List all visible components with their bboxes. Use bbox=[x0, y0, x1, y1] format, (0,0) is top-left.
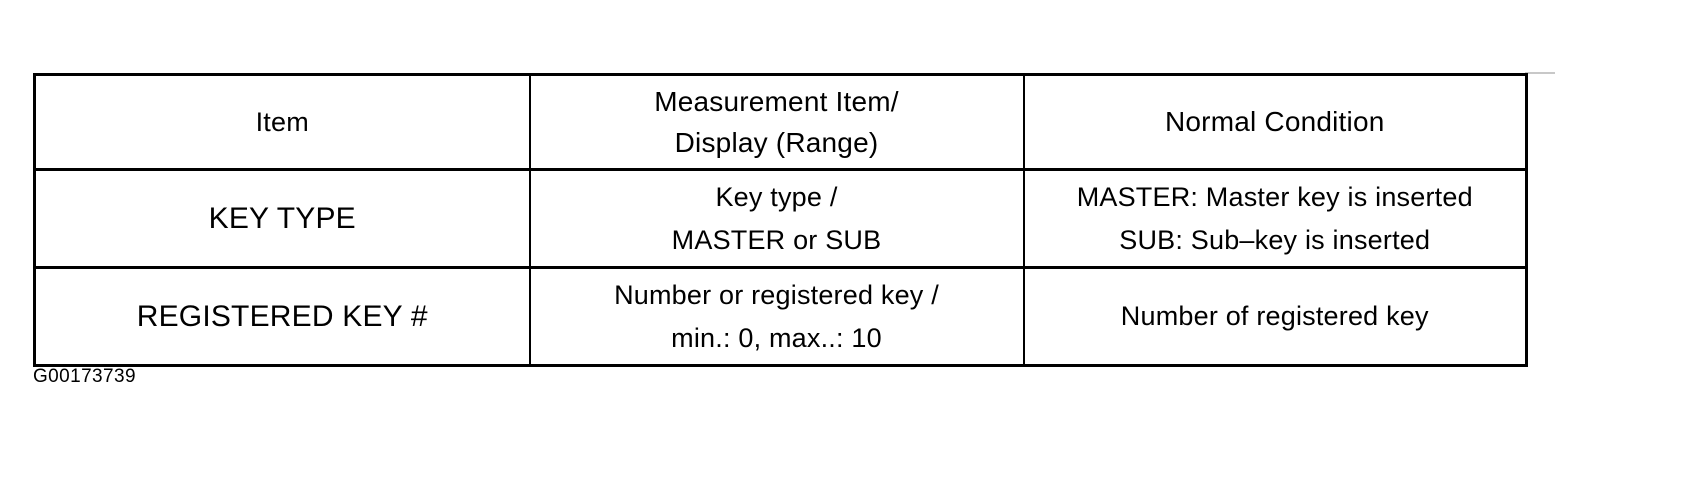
cell-item-registered-key: REGISTERED KEY # bbox=[33, 266, 531, 367]
cell-normal-condition-key-type: MASTER: Master key is inserted SUB: Sub–… bbox=[1022, 168, 1528, 269]
measurement-line-1: Key type / bbox=[715, 181, 838, 212]
scan-artifact bbox=[1525, 72, 1555, 74]
table-row: REGISTERED KEY # Number or registered ke… bbox=[33, 266, 1528, 367]
figure-caption: G00173739 bbox=[33, 366, 136, 387]
header-normal-condition-line-1: Normal Condition bbox=[1164, 106, 1385, 137]
normal-condition-line-1: MASTER: Master key is inserted bbox=[1076, 181, 1473, 212]
cell-normal-condition-registered-key: Number of registered key bbox=[1022, 266, 1528, 367]
header-cell-item: Item bbox=[33, 73, 531, 171]
header-measurement-line-2: Display (Range) bbox=[674, 126, 879, 158]
specification-table: Item Measurement Item/ Display (Range) N… bbox=[33, 73, 1528, 367]
header-item-line-1: Item bbox=[255, 106, 309, 137]
table-row: KEY TYPE Key type / MASTER or SUB MASTER… bbox=[33, 168, 1528, 269]
table-header-row: Item Measurement Item/ Display (Range) N… bbox=[33, 73, 1528, 171]
cell-measurement-key-type: Key type / MASTER or SUB bbox=[528, 168, 1025, 269]
spec-table-container: Item Measurement Item/ Display (Range) N… bbox=[33, 73, 1528, 367]
item-label: KEY TYPE bbox=[208, 201, 356, 235]
header-measurement-line-1: Measurement Item/ bbox=[654, 85, 899, 117]
cell-measurement-registered-key: Number or registered key / min.: 0, max.… bbox=[528, 266, 1025, 367]
measurement-line-2: MASTER or SUB bbox=[671, 224, 882, 255]
header-cell-normal-condition: Normal Condition bbox=[1022, 73, 1528, 171]
normal-condition-line-1: Number of registered key bbox=[1120, 301, 1429, 331]
measurement-line-2: min.: 0, max..: 10 bbox=[671, 322, 882, 353]
normal-condition-line-2: SUB: Sub–key is inserted bbox=[1119, 224, 1431, 255]
item-label: REGISTERED KEY # bbox=[136, 299, 428, 333]
header-cell-measurement: Measurement Item/ Display (Range) bbox=[528, 73, 1025, 171]
cell-item-key-type: KEY TYPE bbox=[33, 168, 531, 269]
measurement-line-1: Number or registered key / bbox=[614, 279, 939, 310]
